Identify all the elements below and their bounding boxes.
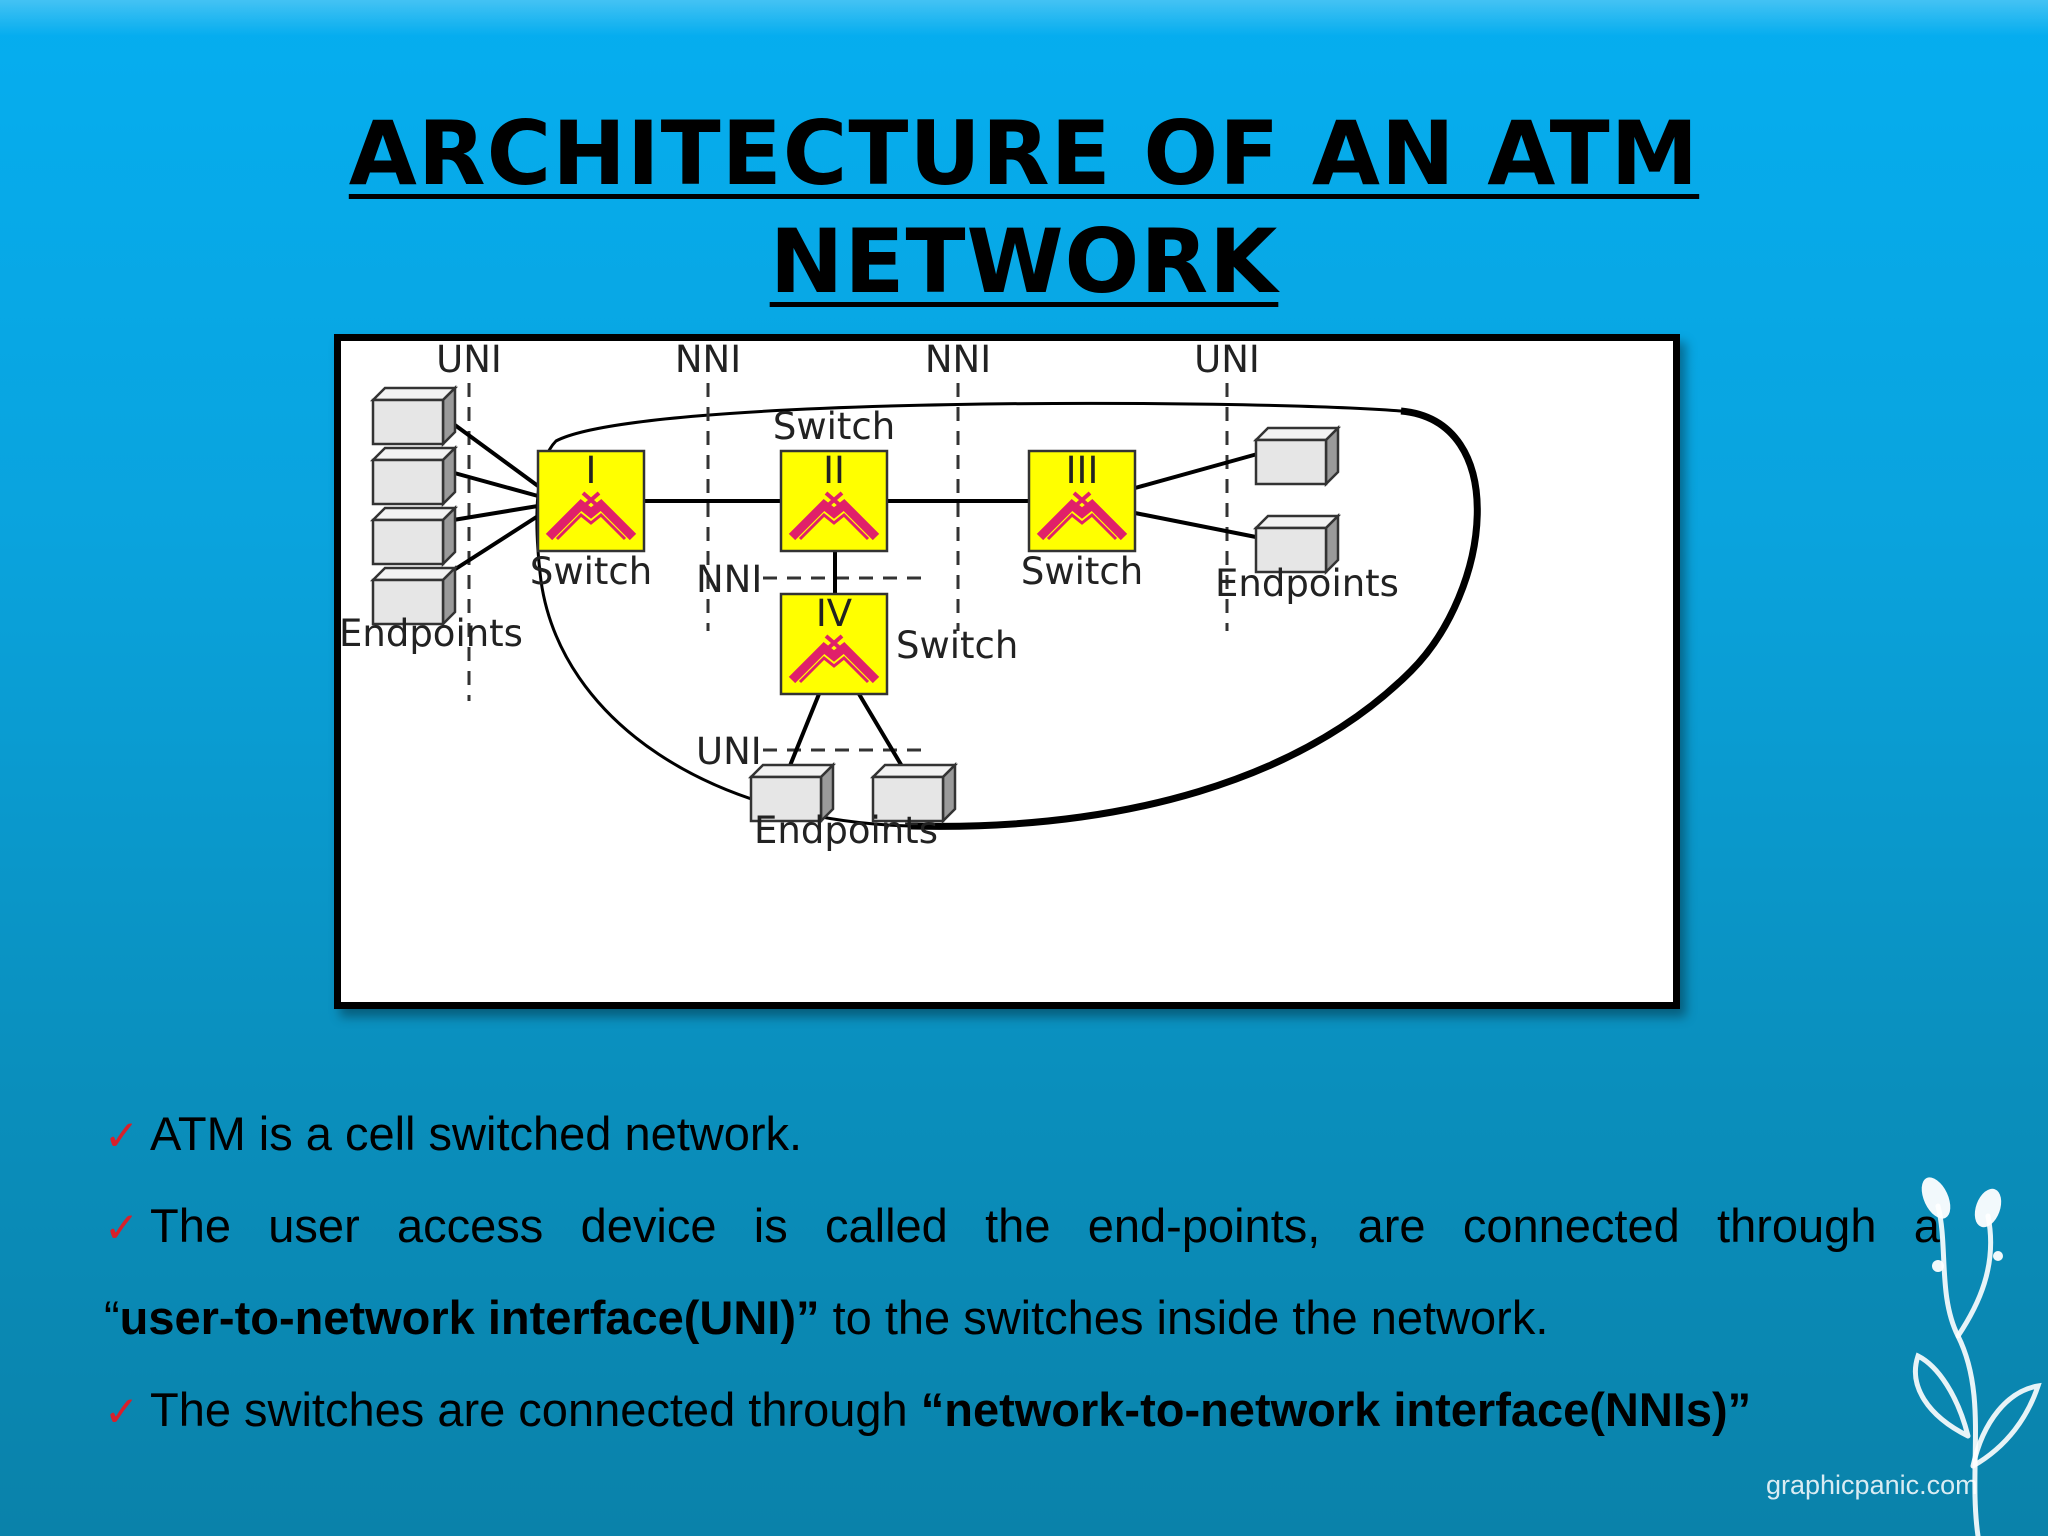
bullet-item-2-line-1: ✓The user access device is called the en… [104,1196,1940,1256]
title-line-2: NETWORK [769,210,1279,313]
switch-iv: IV [779,592,889,696]
floral-decoration-icon [1912,1177,2042,1536]
watermark: graphicpanic.com [1766,1470,1978,1500]
switch-iii-label: Switch [1021,550,1143,593]
check-icon: ✓ [104,1387,140,1436]
title-line-1: ARCHITECTURE OF AN ATM [348,102,1700,205]
endpoint-left-2 [371,446,457,506]
switch-i-label: Switch [530,550,652,593]
endpoint-left-3 [371,506,457,566]
check-icon: ✓ [104,1203,140,1252]
nni-left-label: NNI [675,341,741,381]
switch-iii: III [1027,449,1137,553]
bullet-item-2-line-2: “user-to-network interface(UNI)” to the … [104,1291,1549,1344]
endpoints-right-label: Endpoints [1215,562,1399,605]
slide-title: ARCHITECTURE OF AN ATM NETWORK [0,100,2048,316]
switch-iv-label: Switch [896,624,1018,667]
bullet-item-3: ✓The switches are connected through “net… [104,1380,1751,1440]
endpoint-left-1 [371,386,457,446]
endpoints-bottom-label: Endpoints [754,809,938,852]
switch-numeral: III [1066,449,1099,492]
switch-ii: II [779,449,889,553]
nni-right-label: NNI [925,341,991,381]
endpoint-right-1 [1254,426,1340,486]
nni-middle-label: NNI [696,558,762,601]
endpoints-left-label: Endpoints [341,612,523,655]
uni-bottom-label: UNI [696,730,762,773]
switch-i: I [536,449,646,553]
atm-network-diagram: I II III IV [334,334,1680,1009]
switch-ii-label: Switch [773,405,895,448]
uni-left-label: UNI [436,341,502,381]
bullet-text: ATM is a cell switched network. [150,1107,803,1160]
uni-right-label: UNI [1194,341,1260,381]
switch-numeral: II [823,449,845,492]
check-icon: ✓ [104,1111,140,1160]
switch-numeral: IV [816,592,852,635]
switch-numeral: I [586,449,597,492]
nni-term: “network-to-network interface(NNIs)” [920,1383,1752,1436]
bullet-item-1: ✓ATM is a cell switched network. [104,1104,802,1164]
uni-term: user-to-network interface(UNI)” [119,1291,820,1344]
